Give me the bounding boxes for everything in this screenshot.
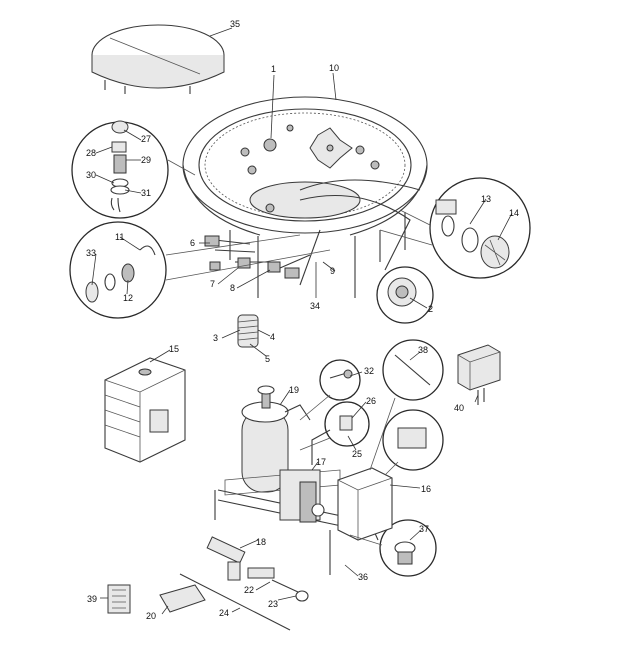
part-label-3: 3 (213, 333, 218, 343)
part-label-15: 15 (169, 344, 179, 354)
part-label-26: 26 (366, 396, 376, 406)
spa-shell (182, 96, 428, 298)
callout-fittings-27-31 (71, 120, 169, 219)
part-label-22: 22 (244, 585, 254, 595)
chemical-tank (104, 357, 186, 463)
part-label-37: 37 (419, 524, 429, 534)
part-label-36: 36 (358, 572, 368, 582)
part-label-5: 5 (265, 354, 270, 364)
part-label-6: 6 (190, 238, 195, 248)
part-label-8: 8 (230, 283, 235, 293)
heater-element-39 (107, 584, 131, 614)
part-label-20: 20 (146, 611, 156, 621)
pipe-fittings (179, 536, 309, 631)
part-label-27: 27 (141, 134, 151, 144)
part-label-33: 33 (86, 248, 96, 258)
part-label-34: 34 (310, 301, 320, 311)
part-label-25: 25 (352, 449, 362, 459)
part-label-17: 17 (316, 457, 326, 467)
callout-sensor-32 (319, 359, 361, 401)
bracket-20 (159, 584, 206, 613)
part-label-31: 31 (141, 188, 151, 198)
part-label-14: 14 (509, 208, 519, 218)
part-label-40: 40 (454, 403, 464, 413)
part-label-12: 12 (123, 293, 133, 303)
part-label-10: 10 (329, 63, 339, 73)
leader-lines (91, 27, 513, 615)
filter (241, 385, 311, 493)
pump-and-heater (214, 429, 393, 575)
callout-drain-2 (376, 266, 434, 324)
spa-cover (91, 24, 225, 94)
part-label-23: 23 (268, 599, 278, 609)
part-numbers: 35 1 10 27 28 29 30 31 11 33 12 13 14 2 … (86, 19, 519, 621)
part-label-28: 28 (86, 148, 96, 158)
part-label-24: 24 (219, 608, 229, 618)
part-label-2: 2 (428, 304, 433, 314)
part-label-13: 13 (481, 194, 491, 204)
callout-module-16 (382, 409, 444, 471)
callout-fitting-37 (379, 519, 437, 577)
part-label-19: 19 (289, 385, 299, 395)
part-label-38: 38 (418, 345, 428, 355)
part-label-18: 18 (256, 537, 266, 547)
part-label-9: 9 (330, 266, 335, 276)
part-label-1: 1 (271, 64, 276, 74)
part-label-32: 32 (364, 366, 374, 376)
part-label-29: 29 (141, 155, 151, 165)
callout-ozonator-38 (382, 339, 444, 401)
part-label-35: 35 (230, 19, 240, 29)
part-label-11: 11 (115, 232, 124, 242)
part-label-30: 30 (86, 170, 96, 180)
part-label-39: 39 (87, 594, 97, 604)
flex-hose (237, 314, 259, 348)
part-label-4: 4 (270, 332, 275, 342)
part-label-16: 16 (421, 484, 431, 494)
callout-suction-13-14 (429, 177, 531, 279)
part-label-7: 7 (210, 279, 215, 289)
callout-switch-25-26 (324, 401, 370, 447)
callout-jet-11-12-33 (69, 221, 167, 319)
transformer (457, 344, 501, 405)
